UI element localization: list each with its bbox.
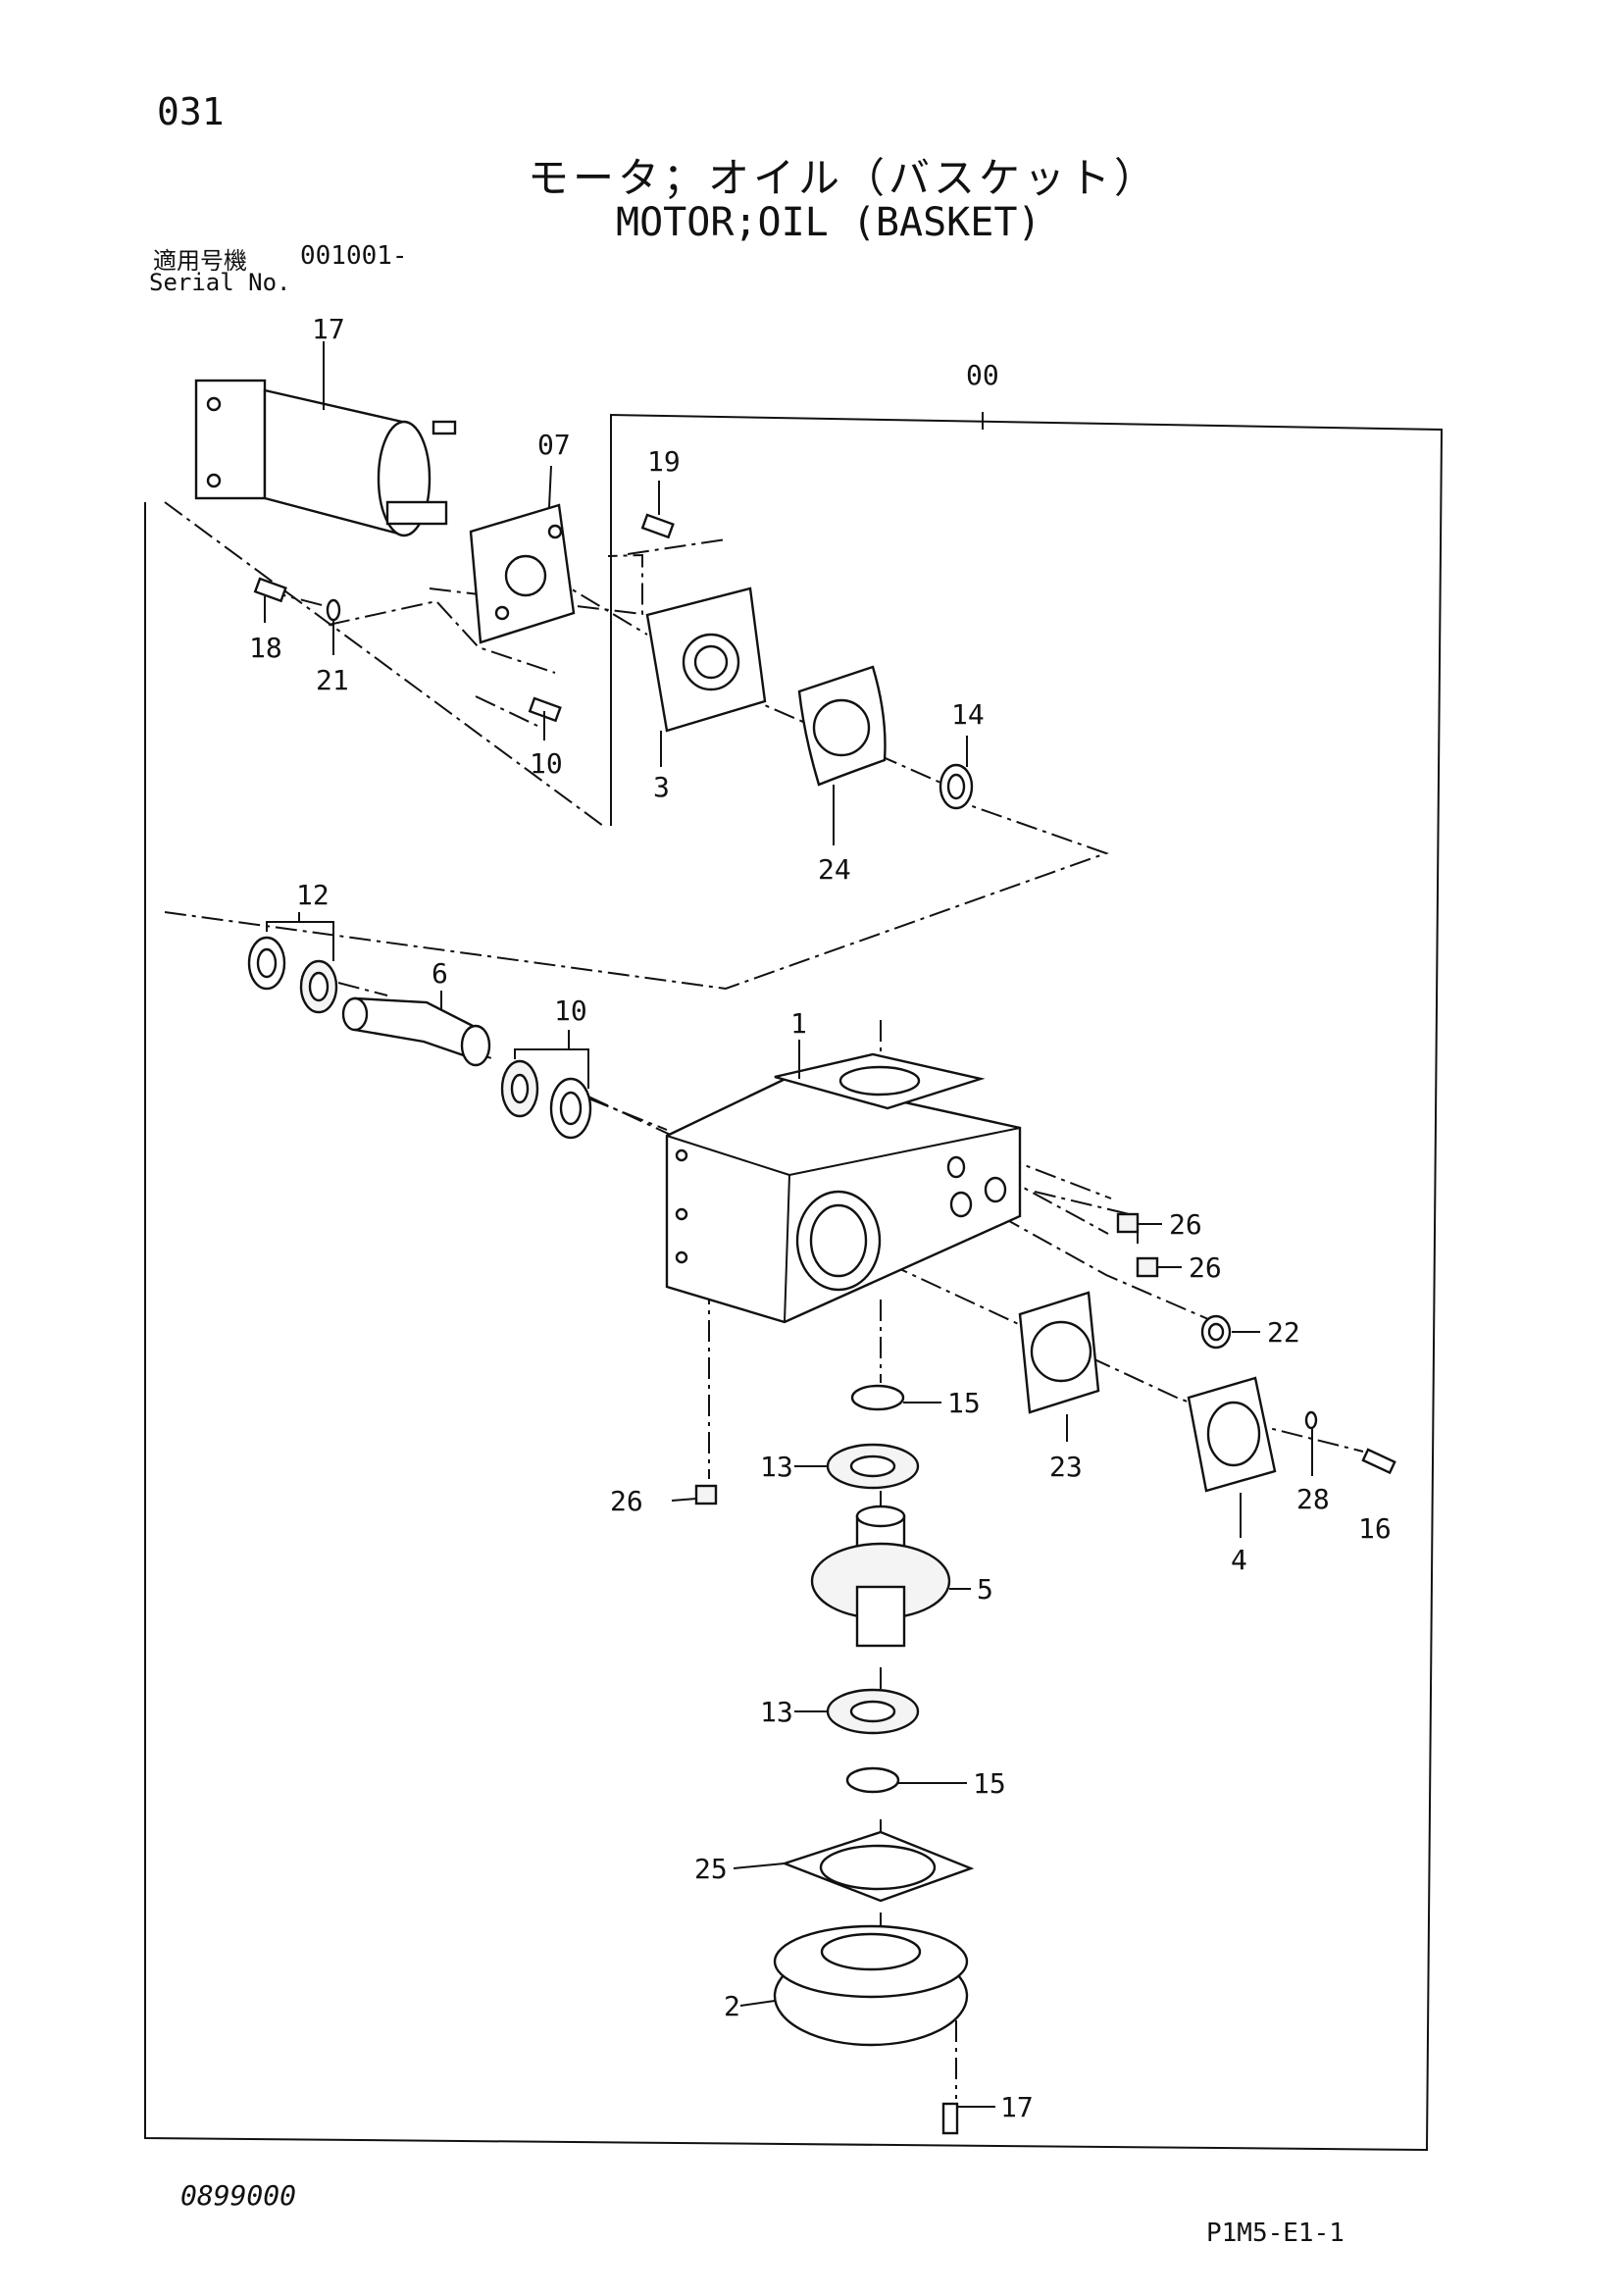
- callout-15-ring-lower: 15: [973, 1767, 1006, 1800]
- callout-16-bolt: 16: [1358, 1512, 1392, 1545]
- assembly-boundary: [144, 412, 1444, 2152]
- callout-25-gasket: 25: [694, 1853, 728, 1885]
- callout-15-ring-upper: 15: [947, 1387, 981, 1419]
- callout-07-adapter: 07: [537, 429, 571, 461]
- part-bearing-pair: [500, 1059, 592, 1140]
- callout-00-assembly: 00: [966, 359, 999, 391]
- callout-12-bearing: 12: [296, 879, 330, 911]
- part-adapter-plate: [469, 503, 576, 644]
- callout-3-flange: 3: [653, 771, 670, 803]
- callout-19-bolt: 19: [647, 445, 681, 478]
- part-gasket-bottom: [781, 1830, 975, 1903]
- part-gear-case: [665, 1052, 1022, 1324]
- page-code: P1M5-E1-1: [1206, 2219, 1345, 2248]
- callout-28-washer: 28: [1296, 1483, 1330, 1515]
- callout-18-bolt: 18: [249, 632, 282, 664]
- callout-24-gasket: 24: [818, 853, 851, 886]
- callout-4-cover: 4: [1231, 1544, 1247, 1576]
- callout-6-shaft: 6: [431, 957, 448, 990]
- callout-22-seal: 22: [1267, 1316, 1300, 1349]
- part-vertical-stack-upper: [826, 1384, 920, 1490]
- part-flange: [645, 587, 767, 733]
- callout-10-bolt: 10: [530, 747, 563, 780]
- page-number: 031: [157, 90, 225, 133]
- callout-labels: 17 00 07 19 18 21 10 3 14 24 12 6 10 1 2…: [249, 313, 1392, 2123]
- serial-label-english: Serial No.: [149, 269, 291, 296]
- part-side-fasteners: [1304, 1410, 1396, 1475]
- callout-2-bottom-cover: 2: [724, 1990, 740, 2022]
- callout-23-gasket: 23: [1049, 1451, 1083, 1483]
- callout-13-bearing-upper: 13: [760, 1451, 793, 1483]
- part-bearing-set: [247, 936, 338, 1014]
- title-japanese: モータ；オイル（バスケット）: [528, 154, 1160, 202]
- part-side-cover: [1187, 1376, 1277, 1493]
- callout-5-gear: 5: [977, 1573, 993, 1606]
- leader-lines: [264, 341, 1313, 2108]
- part-bolts-upper: [253, 513, 675, 723]
- callout-14-seal: 14: [951, 698, 985, 731]
- serial-label-japanese: 適用号機: [153, 247, 247, 275]
- serial-number-value: 001001-: [300, 241, 408, 271]
- part-worm-shaft: [341, 996, 491, 1067]
- part-vertical-stack-lower: [826, 1688, 920, 1794]
- callout-21-washer: 21: [316, 664, 349, 696]
- part-motor: [194, 379, 457, 537]
- part-gasket-upper: [797, 665, 887, 787]
- callout-17-bolt: 17: [1000, 2091, 1034, 2123]
- callout-13-bearing-lower: 13: [760, 1696, 793, 1728]
- callout-17-motor: 17: [312, 313, 345, 345]
- part-bottom-cover: [773, 1924, 969, 2047]
- part-seal: [939, 763, 974, 810]
- callout-26-plug-upper: 26: [1169, 1208, 1202, 1241]
- part-plugs: [694, 1212, 1232, 1505]
- part-bolt-lower: [941, 2102, 959, 2135]
- callout-26-plug-lower: 26: [610, 1485, 643, 1517]
- callout-1-case: 1: [790, 1007, 807, 1040]
- title-english: MOTOR;OIL (BASKET): [616, 200, 1041, 245]
- callout-26-plug-middle: 26: [1189, 1251, 1222, 1284]
- document-code: 0899000: [180, 2179, 297, 2212]
- callout-10-bearing: 10: [554, 995, 587, 1027]
- part-gasket-side: [1018, 1291, 1100, 1414]
- part-gear: [810, 1505, 951, 1648]
